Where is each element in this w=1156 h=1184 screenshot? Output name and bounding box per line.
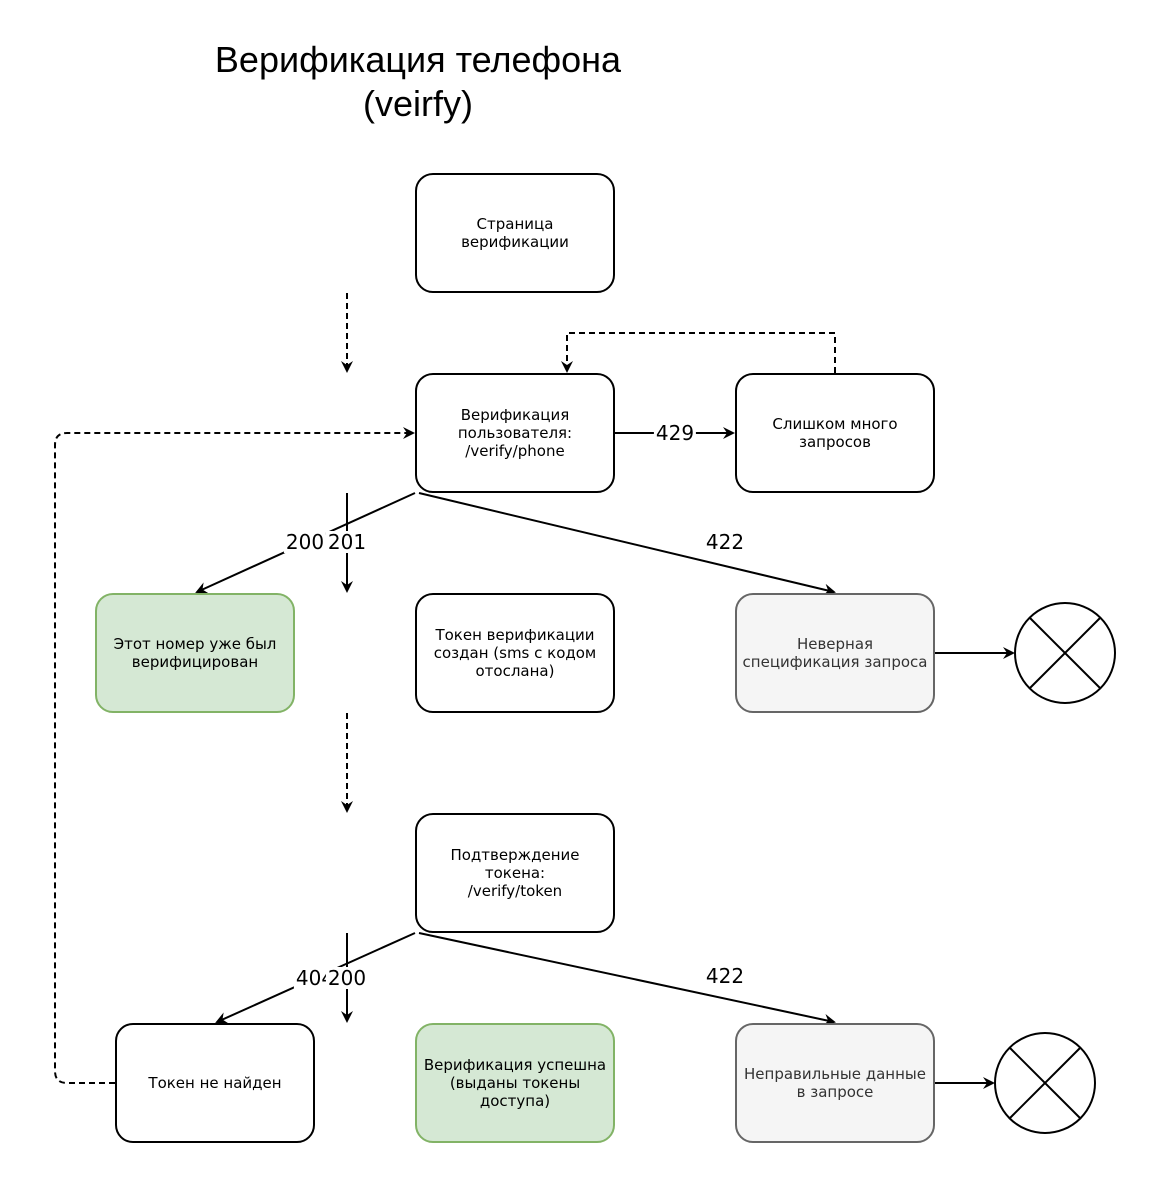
node-bad-data: Неправильные данные в запросе <box>735 1023 935 1143</box>
edge-label-201: 201 <box>325 530 369 554</box>
edge-label-200-already: 200 <box>283 530 327 554</box>
node-already-verified: Этот номер уже был верифицирован <box>95 593 295 713</box>
edge-label-404: 404 <box>293 966 337 990</box>
node-verify-success: Верификация успешна (выданы токены досту… <box>415 1023 615 1143</box>
edge-label-422-spec: 422 <box>703 530 747 554</box>
edge-label-200-success: 200 <box>325 966 369 990</box>
edge-notfound-retry <box>54 427 415 1084</box>
edge-422-spec-line <box>418 492 836 596</box>
node-verify-page: Страница верификации <box>415 173 615 293</box>
node-too-many-requests: Слишком много запросов <box>735 373 935 493</box>
edge-422-data <box>418 932 836 1026</box>
edge-retry-too-many <box>561 332 836 373</box>
node-token-not-found: Токен не найден <box>115 1023 315 1143</box>
terminate-x-circle-icon <box>994 1032 1096 1134</box>
edge-label-429: 429 <box>653 421 697 445</box>
node-token-created: Токен верификации создан (sms с кодом от… <box>415 593 615 713</box>
node-bad-spec: Неверная спецификация запроса <box>735 593 935 713</box>
terminate-x-circle-icon <box>1014 602 1116 704</box>
edge-label-422-data: 422 <box>703 964 747 988</box>
node-confirm-token: Подтверждение токена: /verify/token <box>415 813 615 933</box>
node-verify-user: Верификация пользователя: /verify/phone <box>415 373 615 493</box>
diagram-title: Верификация телефона (veirfy) <box>214 39 622 124</box>
